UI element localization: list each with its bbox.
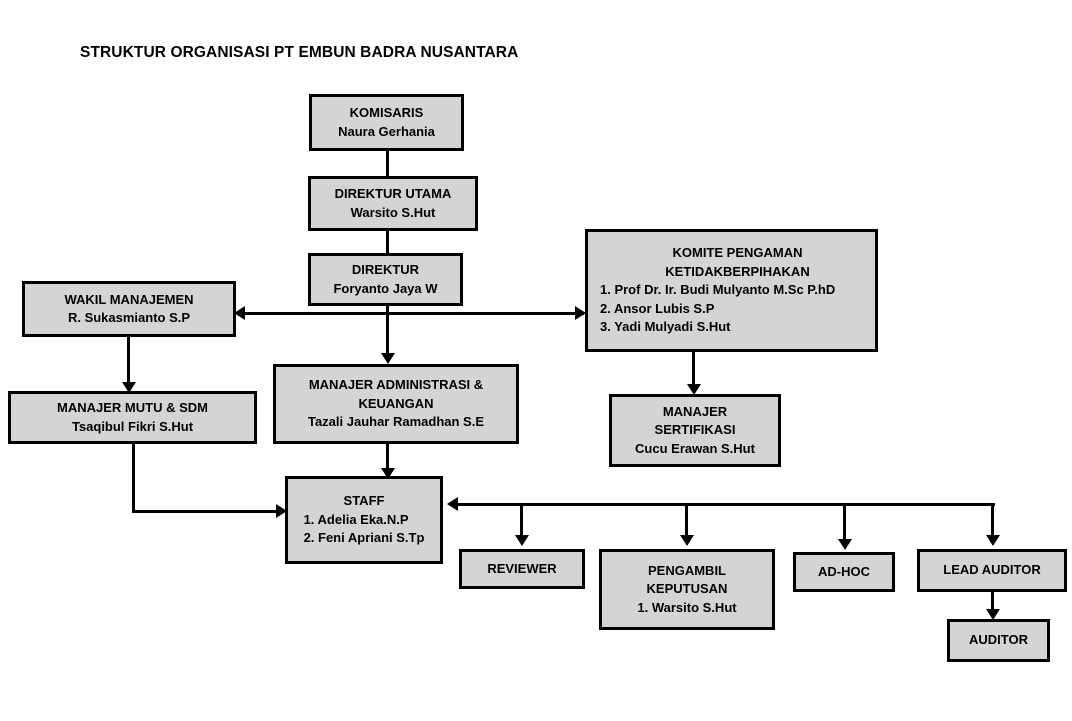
arrow-to-staff-right-icon <box>447 497 458 511</box>
arrow-to-adhoc-icon <box>838 539 852 550</box>
node-staff-title: STAFF <box>343 493 385 509</box>
node-staff-member-list: 1. Adelia Eka.N.P 2. Feni Apriani S.Tp <box>304 511 425 548</box>
node-komisaris-name: Naura Gerhania <box>338 123 435 139</box>
node-manajer-adm-title-line1: MANAJER ADMINISTRASI & <box>308 377 484 393</box>
connector-manajer-mutu-elbow-horizontal <box>132 510 280 513</box>
node-pengambil-title-line2: KEPUTUSAN <box>646 581 728 597</box>
connector-komite-to-manajer-sertifikasi <box>692 352 695 390</box>
connector-direktur-to-manajer-adm <box>386 312 389 357</box>
node-manajer-sertifikasi-title-line1: MANAJER <box>662 403 728 419</box>
connector-manajer-adm-to-staff <box>386 444 389 474</box>
node-staff-member: 1. Adelia Eka.N.P <box>303 511 409 527</box>
node-lead-auditor[interactable]: LEAD AUDITOR <box>917 549 1067 592</box>
node-direktur[interactable]: DIREKTUR Foryanto Jaya W <box>308 253 463 306</box>
node-manajer-adm-title-line2: KEUANGAN <box>358 395 434 411</box>
node-komite-member: 3. Yadi Mulyadi S.Hut <box>600 319 731 335</box>
arrow-to-reviewer-icon <box>515 535 529 546</box>
node-staff-member: 2. Feni Apriani S.Tp <box>303 530 425 546</box>
node-pengambil-keputusan[interactable]: PENGAMBIL KEPUTUSAN 1. Warsito S.Hut <box>599 549 775 630</box>
node-manajer-mutu-sdm[interactable]: MANAJER MUTU & SDM Tsaqibul Fikri S.Hut <box>8 391 257 444</box>
node-reviewer-title: REVIEWER <box>487 560 557 576</box>
node-pengambil-member-list: 1. Warsito S.Hut <box>637 599 736 617</box>
connector-bus-to-pengambil <box>685 503 688 539</box>
connector-direktur-stem <box>386 305 389 315</box>
arrow-to-manajer-sertifikasi-icon <box>687 384 701 395</box>
node-manajer-sertifikasi-name: Cucu Erawan S.Hut <box>635 440 755 456</box>
arrow-to-auditor-icon <box>986 609 1000 620</box>
node-komisaris[interactable]: KOMISARIS Naura Gerhania <box>309 94 464 151</box>
arrow-to-lead-auditor-icon <box>986 535 1000 546</box>
connector-bus-to-reviewer <box>520 503 523 539</box>
node-adhoc-title: AD-HOC <box>818 563 870 579</box>
node-staff[interactable]: STAFF 1. Adelia Eka.N.P 2. Feni Apriani … <box>285 476 443 564</box>
node-komite-title-line2: KETIDAKBERPIHAKAN <box>665 263 810 279</box>
connector-horizontal-bus <box>243 312 584 315</box>
node-direktur-utama-title: DIREKTUR UTAMA <box>334 186 452 202</box>
arrow-to-wakil-manajemen-icon <box>234 306 245 320</box>
node-komisaris-title: KOMISARIS <box>349 105 424 121</box>
node-direktur-name: Foryanto Jaya W <box>333 280 438 296</box>
arrow-to-staff-top-icon <box>381 468 395 479</box>
node-manajer-administrasi-keuangan[interactable]: MANAJER ADMINISTRASI & KEUANGAN Tazali J… <box>273 364 519 444</box>
arrow-to-pengambil-icon <box>680 535 694 546</box>
connector-bus-to-lead-auditor <box>991 503 994 539</box>
node-wakil-manajemen-name: R. Sukasmianto S.P <box>67 310 191 325</box>
node-direktur-utama-name: Warsito S.Hut <box>350 204 436 220</box>
node-auditor[interactable]: AUDITOR <box>947 619 1050 662</box>
node-pengambil-title-line1: PENGAMBIL <box>648 562 726 578</box>
node-pengambil-member: 1. Warsito S.Hut <box>637 599 737 615</box>
node-manajer-sertifikasi-title-line2: SERTIFIKASI <box>654 422 736 438</box>
connector-manajer-mutu-elbow-vertical <box>132 444 135 513</box>
arrow-to-manajer-mutu-icon <box>122 382 136 393</box>
node-manajer-mutu-title: MANAJER MUTU & SDM <box>57 400 208 416</box>
node-wakil-manajemen-title: WAKIL MANAJEMEN <box>64 291 194 307</box>
node-direktur-title: DIREKTUR <box>351 262 420 278</box>
node-manajer-sertifikasi[interactable]: MANAJER SERTIFIKASI Cucu Erawan S.Hut <box>609 394 781 467</box>
connector-bottom-bus <box>455 503 995 506</box>
connector-komisaris-to-direktur-utama <box>386 150 389 177</box>
node-komite-pengaman[interactable]: KOMITE PENGAMAN KETIDAKBERPIHAKAN 1. Pro… <box>585 229 878 352</box>
node-wakil-manajemen[interactable]: WAKIL MANAJEMEN R. Sukasmianto S.P <box>22 281 236 337</box>
node-lead-auditor-title: LEAD AUDITOR <box>943 562 1041 578</box>
connector-wakil-to-manajer-mutu <box>127 337 130 388</box>
arrow-to-staff-left-icon <box>276 504 287 518</box>
node-komite-title-line1: KOMITE PENGAMAN <box>672 245 803 261</box>
arrow-to-manajer-adm-icon <box>381 353 395 364</box>
arrow-to-komite-icon <box>575 306 586 320</box>
page-title: STRUKTUR ORGANISASI PT EMBUN BADRA NUSAN… <box>80 44 519 61</box>
node-komite-member: 2. Ansor Lubis S.P <box>600 300 715 316</box>
node-manajer-mutu-name: Tsaqibul Fikri S.Hut <box>71 418 194 434</box>
connector-bus-to-adhoc <box>843 503 846 543</box>
node-direktur-utama[interactable]: DIREKTUR UTAMA Warsito S.Hut <box>308 176 478 231</box>
node-komite-member: 1. Prof Dr. Ir. Budi Mulyanto M.Sc P.hD <box>600 282 836 298</box>
node-reviewer[interactable]: REVIEWER <box>459 549 585 589</box>
node-manajer-adm-name: Tazali Jauhar Ramadhan S.E <box>307 414 485 430</box>
connector-lead-auditor-to-auditor <box>991 592 994 615</box>
node-adhoc[interactable]: AD-HOC <box>793 552 895 592</box>
node-auditor-title: AUDITOR <box>969 632 1028 648</box>
connector-direktur-utama-to-direktur <box>386 230 389 254</box>
